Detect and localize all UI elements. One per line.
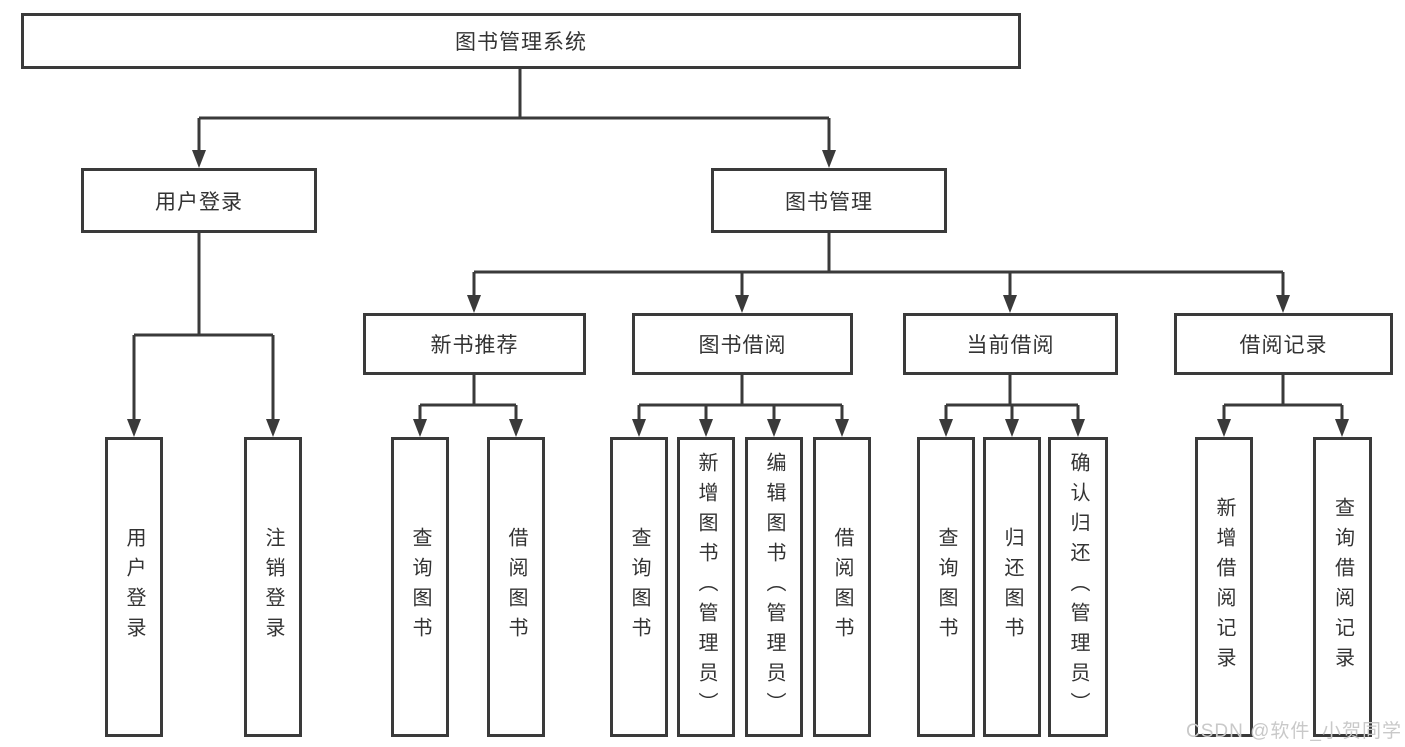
node-label: 新增图书（管理员） <box>695 452 717 722</box>
node-label: 当前借阅 <box>966 334 1055 357</box>
leaf-edit-books-admin: 编辑图书（管理员） <box>745 437 803 737</box>
leaf-borrow-books-recommend: 借阅图书 <box>487 437 545 737</box>
node-label: 查询借阅记录 <box>1331 497 1354 677</box>
leaf-add-books-admin: 新增图书（管理员） <box>677 437 735 737</box>
leaf-query-books-recommend: 查询图书 <box>391 437 449 737</box>
watermark: CSDN @软件_小贺同学 <box>1186 721 1402 742</box>
node-label: 图书管理系统 <box>455 31 587 54</box>
node-label: 借阅记录 <box>1239 334 1328 357</box>
node-new-book-recommend: 新书推荐 <box>363 313 586 375</box>
node-label: 借阅图书 <box>505 527 527 647</box>
node-borrow-records: 借阅记录 <box>1174 313 1393 375</box>
node-label: 借阅图书 <box>831 527 853 647</box>
node-label: 用户登录 <box>123 527 145 647</box>
node-label: 归还图书 <box>1001 527 1023 647</box>
leaf-query-books-borrow: 查询图书 <box>610 437 668 737</box>
leaf-query-books-current: 查询图书 <box>917 437 975 737</box>
leaf-confirm-return-admin: 确认归还（管理员） <box>1048 437 1108 737</box>
leaf-return-books: 归还图书 <box>983 437 1041 737</box>
node-book-management: 图书管理 <box>711 168 947 233</box>
node-label: 图书借阅 <box>698 334 787 357</box>
node-library-management-system: 图书管理系统 <box>21 13 1021 69</box>
node-label: 用户登录 <box>155 190 243 214</box>
leaf-user-login: 用户登录 <box>105 437 163 737</box>
leaf-add-borrow-record: 新增借阅记录 <box>1195 437 1253 737</box>
leaf-borrow-books: 借阅图书 <box>813 437 871 737</box>
node-current-borrow: 当前借阅 <box>903 313 1118 375</box>
node-label: 图书管理 <box>785 190 873 214</box>
node-user-login: 用户登录 <box>81 168 317 233</box>
node-label: 查询图书 <box>935 527 957 647</box>
node-book-borrow: 图书借阅 <box>632 313 853 375</box>
leaf-logout: 注销登录 <box>244 437 302 737</box>
leaf-query-borrow-record: 查询借阅记录 <box>1313 437 1372 737</box>
node-label: 查询图书 <box>409 527 431 647</box>
node-label: 新增借阅记录 <box>1213 497 1235 677</box>
node-label: 新书推荐 <box>430 334 519 357</box>
node-label: 注销登录 <box>262 527 284 647</box>
node-label: 编辑图书（管理员） <box>763 452 785 722</box>
node-label: 查询图书 <box>628 527 650 647</box>
node-label: 确认归还（管理员） <box>1067 452 1089 722</box>
